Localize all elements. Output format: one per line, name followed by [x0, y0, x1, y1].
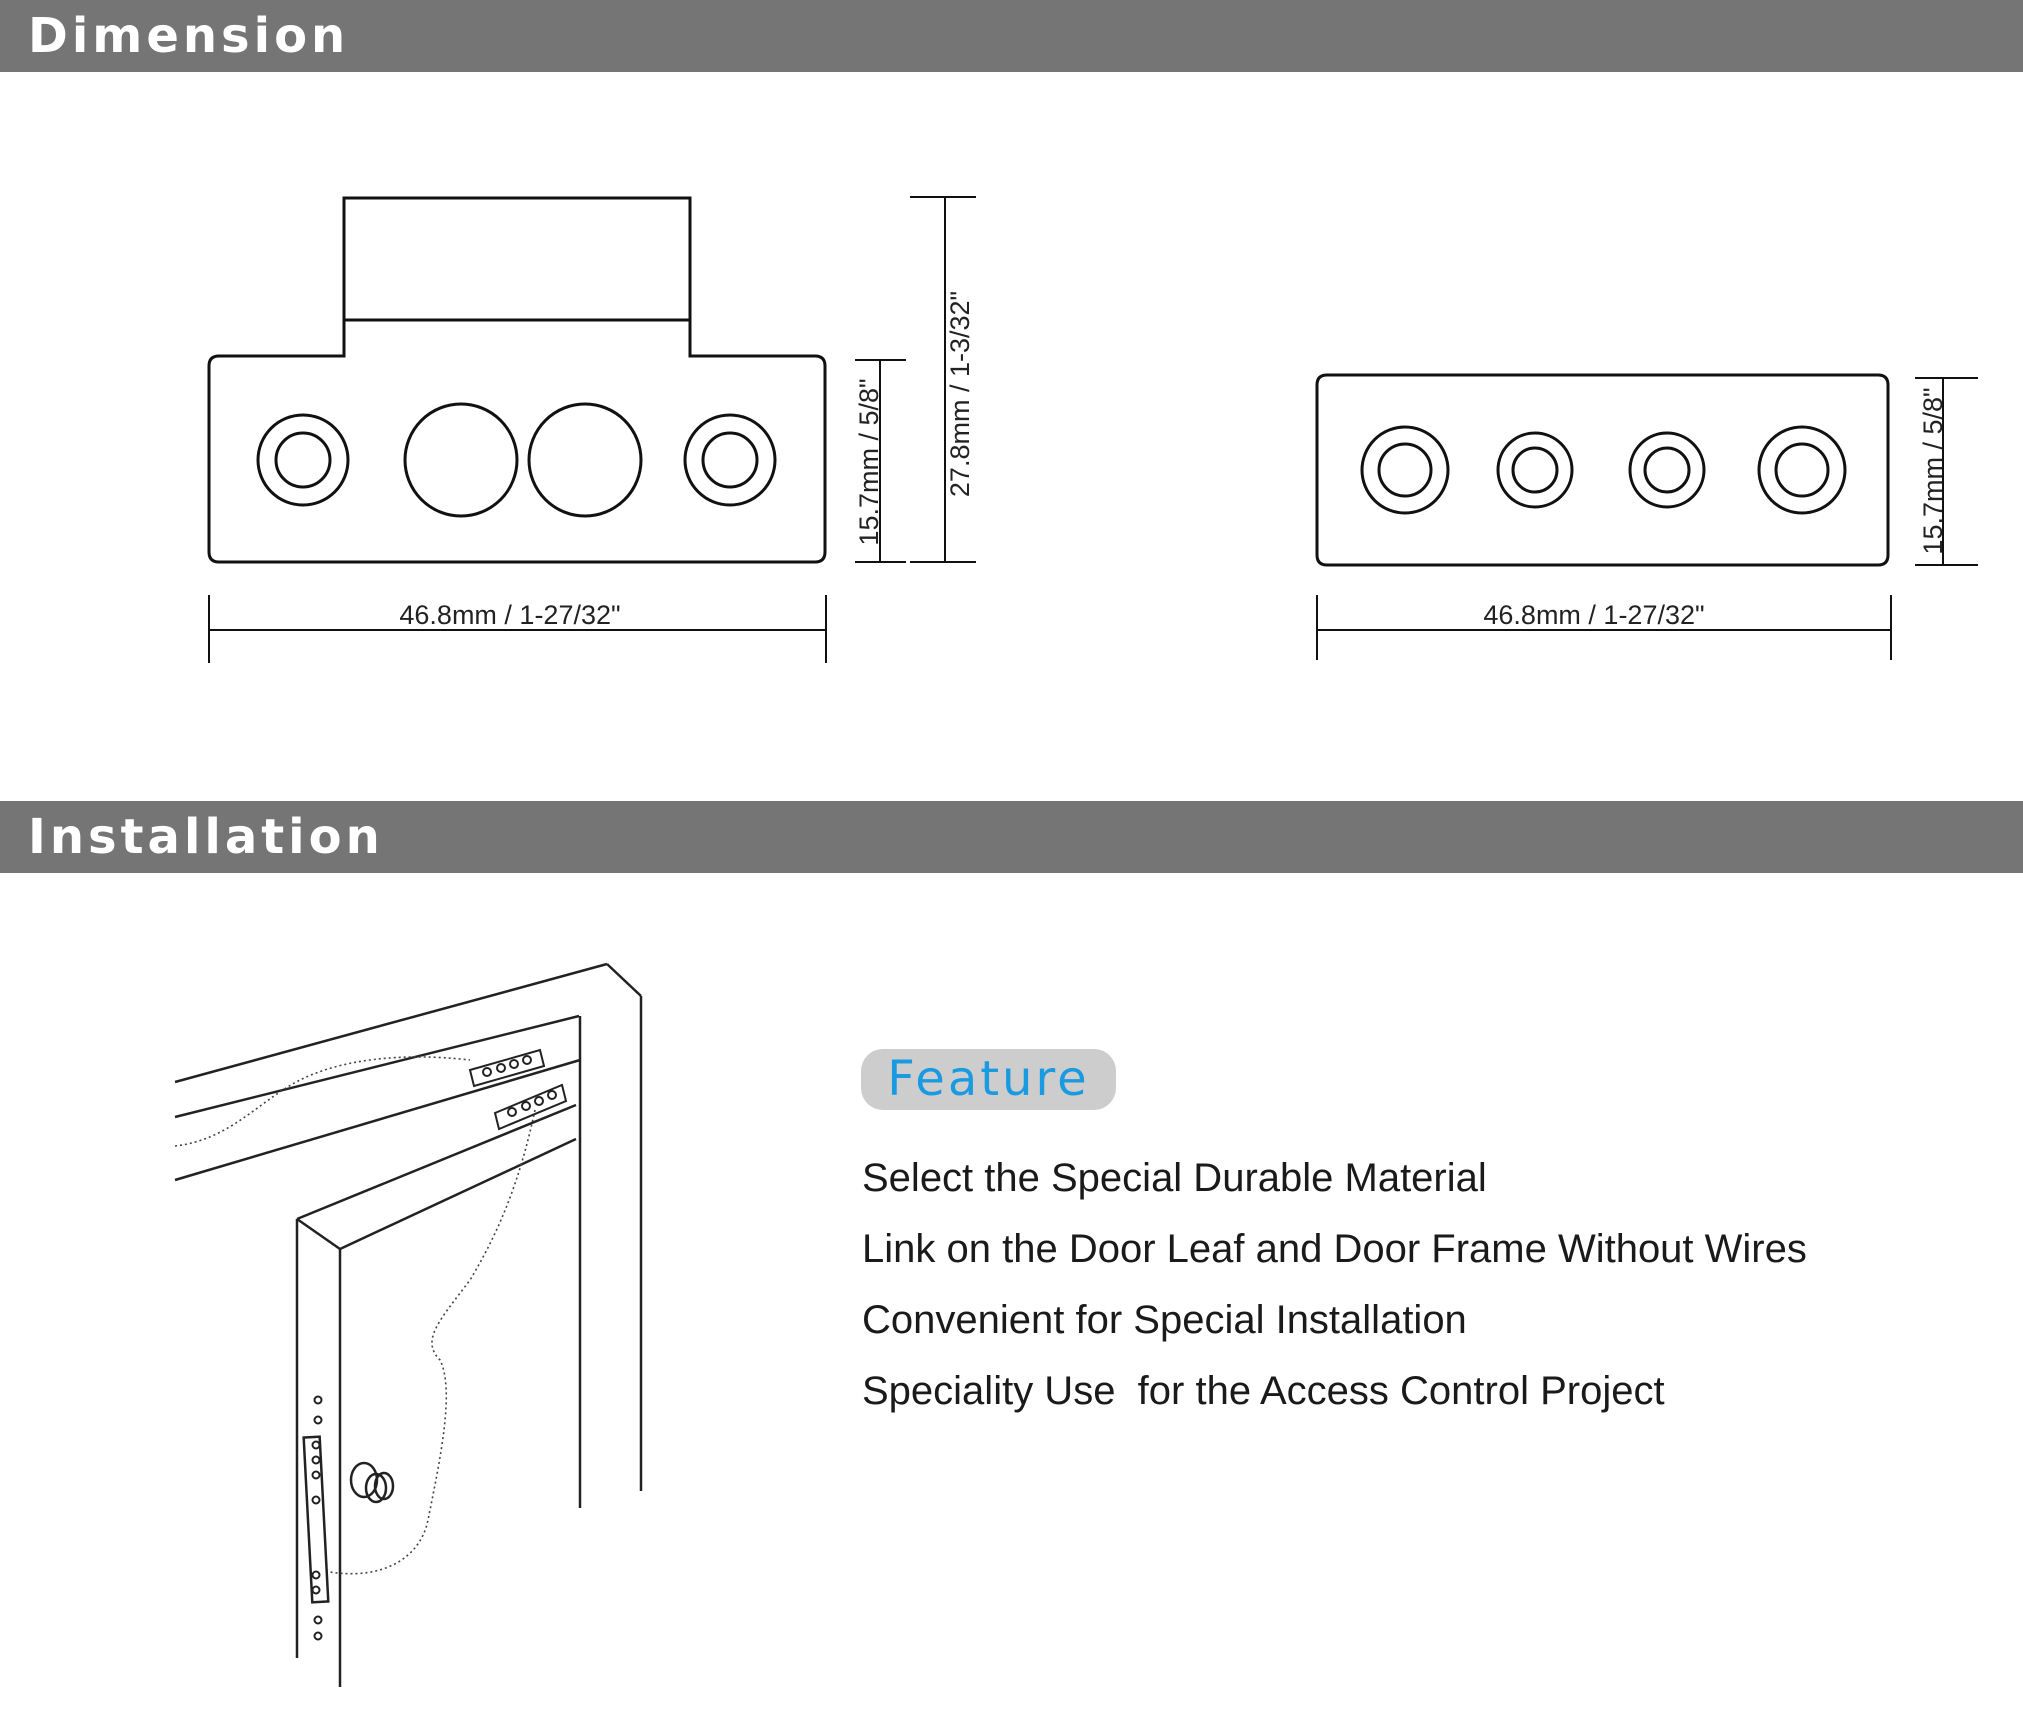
- left-hole-4-inner: [701, 431, 759, 489]
- right-hole-2-inner: [1511, 446, 1559, 494]
- feature-list: Select the Special Durable Material Link…: [862, 1150, 1807, 1434]
- dimension-section-header: Dimension: [0, 0, 2023, 72]
- door-lock-holes: [311, 1395, 323, 1641]
- frame-contact-plate: [468, 1048, 568, 1131]
- dimension-section-title: Dimension: [28, 8, 350, 64]
- right-width-dimension: [1316, 595, 1892, 660]
- right-height-label: 15.7mm / 5/8": [1918, 387, 1948, 554]
- right-hole-4-inner: [1774, 442, 1830, 498]
- door-illustration: [174, 962, 643, 1687]
- left-hole-4-outer: [683, 413, 777, 507]
- feature-badge-label: Feature: [887, 1051, 1090, 1107]
- left-height-label: 15.7mm / 5/8": [854, 378, 884, 545]
- left-part-outline: [207, 196, 827, 564]
- feature-item: Select the Special Durable Material: [862, 1156, 1487, 1200]
- right-hole-1-outer: [1360, 425, 1450, 515]
- left-total-height-dimension: [910, 196, 976, 563]
- feature-item: Convenient for Special Installation: [862, 1298, 1467, 1342]
- left-hole-1-inner: [274, 431, 332, 489]
- left-width-label: 46.8mm / 1-27/32": [399, 600, 620, 630]
- right-hole-2-outer: [1496, 431, 1574, 509]
- left-total-height-label: 27.8mm / 1-3/32": [945, 291, 975, 497]
- left-part-holes: [256, 402, 777, 518]
- door-knob: [349, 1461, 395, 1504]
- right-hole-1-inner: [1377, 442, 1433, 498]
- installation-section-title: Installation: [28, 809, 384, 865]
- left-hole-2: [403, 402, 519, 518]
- right-hole-3-outer: [1628, 431, 1706, 509]
- feature-item: Speciality Use for the Access Control Pr…: [862, 1369, 1665, 1413]
- feature-item: Link on the Door Leaf and Door Frame Wit…: [862, 1227, 1807, 1271]
- right-width-label: 46.8mm / 1-27/32": [1483, 600, 1704, 630]
- feature-badge: Feature: [861, 1049, 1116, 1110]
- right-hole-3-inner: [1643, 446, 1691, 494]
- installation-section-header: Installation: [0, 801, 2023, 873]
- right-height-dimension: [1915, 377, 1978, 566]
- left-height-dimension: [855, 359, 906, 563]
- right-part-outline: [1315, 373, 1890, 567]
- hidden-wire-path: [174, 1056, 536, 1575]
- left-width-dimension: [208, 595, 827, 663]
- right-hole-4-outer: [1757, 425, 1847, 515]
- left-hole-3: [527, 402, 643, 518]
- left-hole-1-outer: [256, 413, 350, 507]
- right-part-holes: [1360, 425, 1847, 515]
